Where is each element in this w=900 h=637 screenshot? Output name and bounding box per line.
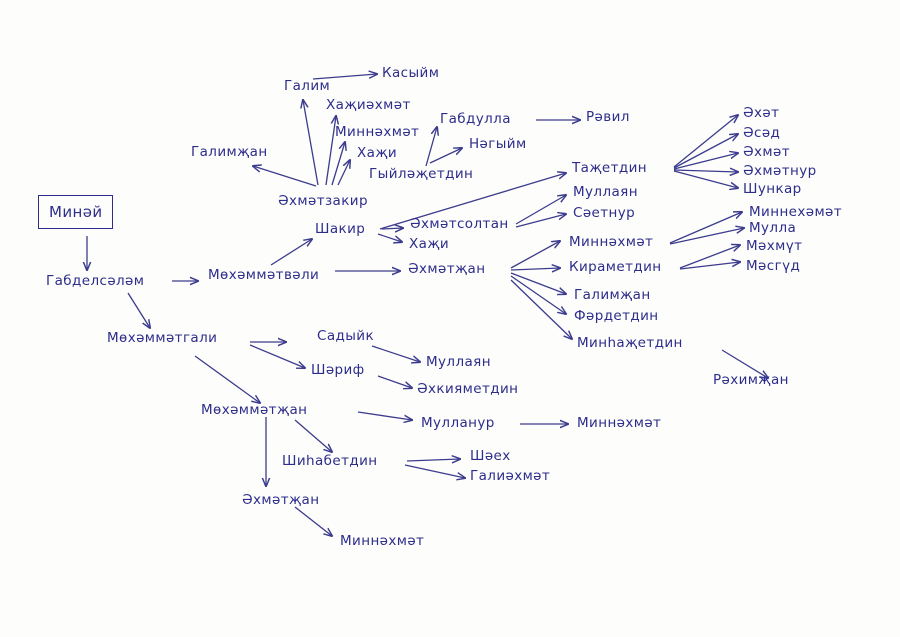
edge-arrow-15 bbox=[377, 375, 412, 388]
edge-arrow-27 bbox=[510, 241, 560, 269]
edge-arrow-25 bbox=[673, 170, 738, 172]
edge-arrow-6 bbox=[194, 355, 260, 403]
node-galim: Галим bbox=[284, 78, 331, 94]
edge-arrow-30 bbox=[510, 275, 566, 314]
edge-arrow-29 bbox=[510, 272, 566, 294]
edge-arrow-18 bbox=[377, 233, 402, 242]
edge-arrow-22 bbox=[673, 115, 738, 168]
edge-arrow-28 bbox=[510, 268, 560, 270]
edge-arrow-9 bbox=[294, 419, 332, 452]
edge-arrow-43 bbox=[425, 127, 437, 167]
node-shihabetdin: Шиһабетдин bbox=[282, 453, 378, 469]
node-shaeh: Шәех bbox=[470, 448, 511, 464]
edge-arrow-5 bbox=[249, 344, 305, 368]
edge-arrow-17 bbox=[381, 228, 403, 229]
node-ahmatzakir: Әхмәтзакир bbox=[278, 193, 368, 209]
node-galiahmat: Галиәхмәт bbox=[470, 468, 551, 484]
edge-arrow-44 bbox=[429, 148, 462, 164]
node-nagyim: Нәгыйм bbox=[469, 136, 527, 152]
node-sadyik: Садыйк bbox=[317, 328, 375, 344]
node-kasyim: Касыйм bbox=[382, 65, 440, 81]
edge-arrow-24 bbox=[673, 153, 738, 170]
node-minei: Минәй bbox=[38, 195, 114, 229]
edge-arrow-41 bbox=[253, 166, 317, 187]
edge-arrow-11 bbox=[406, 459, 460, 461]
edge-arrow-19 bbox=[379, 173, 566, 230]
edge-arrow-36 bbox=[721, 349, 768, 378]
node-ahmatjan-2: Әхмәтҗан bbox=[242, 492, 320, 508]
node-sharif: Шәриф bbox=[311, 362, 365, 378]
edge-arrow-37 bbox=[303, 100, 319, 186]
node-asad: Әсәд bbox=[743, 125, 781, 141]
node-ahmat: Әхмәт bbox=[743, 144, 790, 160]
node-tajetdin: Таҗетдин bbox=[572, 160, 647, 176]
edge-arrow-26 bbox=[673, 170, 738, 188]
edge-arrow-13 bbox=[294, 506, 332, 536]
node-minnahmat-2: Миннәхмәт bbox=[569, 234, 654, 250]
node-minnahmat-4: Миннәхмәт bbox=[340, 533, 425, 549]
edge-arrow-12 bbox=[404, 464, 465, 478]
node-gyilajetdin: Гыйләҗетдин bbox=[369, 166, 474, 182]
node-rahimjan: Рәхимҗан bbox=[713, 372, 789, 388]
edge-arrow-38 bbox=[325, 116, 336, 186]
edge-arrow-21 bbox=[515, 214, 566, 228]
node-ravil: Рәвил bbox=[586, 109, 630, 125]
node-haji-2: Хаҗи bbox=[409, 236, 450, 252]
edge-arrow-33 bbox=[669, 228, 744, 245]
node-hajiahmat: Хаҗиәхмәт bbox=[326, 97, 411, 113]
edge-arrow-2 bbox=[127, 292, 150, 328]
node-kirametdin: Кираметдин bbox=[569, 259, 662, 275]
edge-arrow-42 bbox=[312, 74, 377, 80]
node-ahmatjan-1: Әхмәтҗан bbox=[408, 261, 486, 277]
node-mullanur: Мулланур bbox=[421, 415, 495, 431]
node-mohammatgali: Мөхәммәтгали bbox=[107, 330, 218, 346]
edge-arrow-7 bbox=[357, 411, 412, 420]
node-shakir: Шакир bbox=[315, 221, 366, 237]
node-mulla: Мулла bbox=[749, 220, 797, 236]
edge-arrow-16 bbox=[270, 239, 312, 266]
edge-arrow-31 bbox=[510, 279, 572, 339]
node-mohammatvali: Мөхәммәтвәли bbox=[208, 267, 320, 283]
node-gabdelsalam: Габделсәләм bbox=[46, 273, 145, 289]
node-minhajetdin: Минһаҗетдин bbox=[577, 335, 683, 351]
node-ahmatnur: Әхмәтнур bbox=[743, 163, 817, 179]
edge-arrow-34 bbox=[679, 245, 740, 269]
edge-arrow-39 bbox=[331, 142, 345, 186]
node-mullayan-2: Муллаян bbox=[426, 354, 491, 370]
node-galimjan-1: Галимҗан bbox=[191, 144, 268, 160]
node-mohammatjan: Мөхәммәтҗан bbox=[201, 402, 308, 418]
node-ahat: Әхәт bbox=[743, 105, 780, 121]
node-masgud: Мәсгүд bbox=[746, 258, 801, 274]
edge-arrow-40 bbox=[337, 160, 350, 186]
node-minnehamat: Миннехәмәт bbox=[749, 204, 843, 220]
edge-arrow-14 bbox=[371, 345, 420, 362]
edge-arrow-20 bbox=[515, 195, 566, 225]
node-ahkiyametdin: Әхкияметдин bbox=[417, 381, 519, 397]
node-haji-1: Хаҗи bbox=[357, 145, 398, 161]
node-shunkar: Шункар bbox=[743, 181, 802, 197]
edge-arrow-32 bbox=[669, 212, 742, 244]
node-fardetdin: Фәрдетдин bbox=[574, 308, 659, 324]
node-ahmatsoltan: Әхмәтсолтан bbox=[410, 216, 509, 232]
edge-arrow-23 bbox=[673, 134, 738, 169]
node-mullayan-1: Муллаян bbox=[573, 184, 638, 200]
edge-arrow-35 bbox=[679, 262, 740, 270]
node-gabdulla: Габдулла bbox=[440, 111, 511, 127]
node-minnahmat-1: Миннәхмәт bbox=[335, 124, 420, 140]
node-saetnur: Сәетнур bbox=[573, 205, 636, 221]
node-mahmut: Мәхмүт bbox=[746, 238, 803, 254]
node-galimjan-2: Галимҗан bbox=[574, 287, 651, 303]
node-minnahmat-3: Миннәхмәт bbox=[577, 415, 662, 431]
